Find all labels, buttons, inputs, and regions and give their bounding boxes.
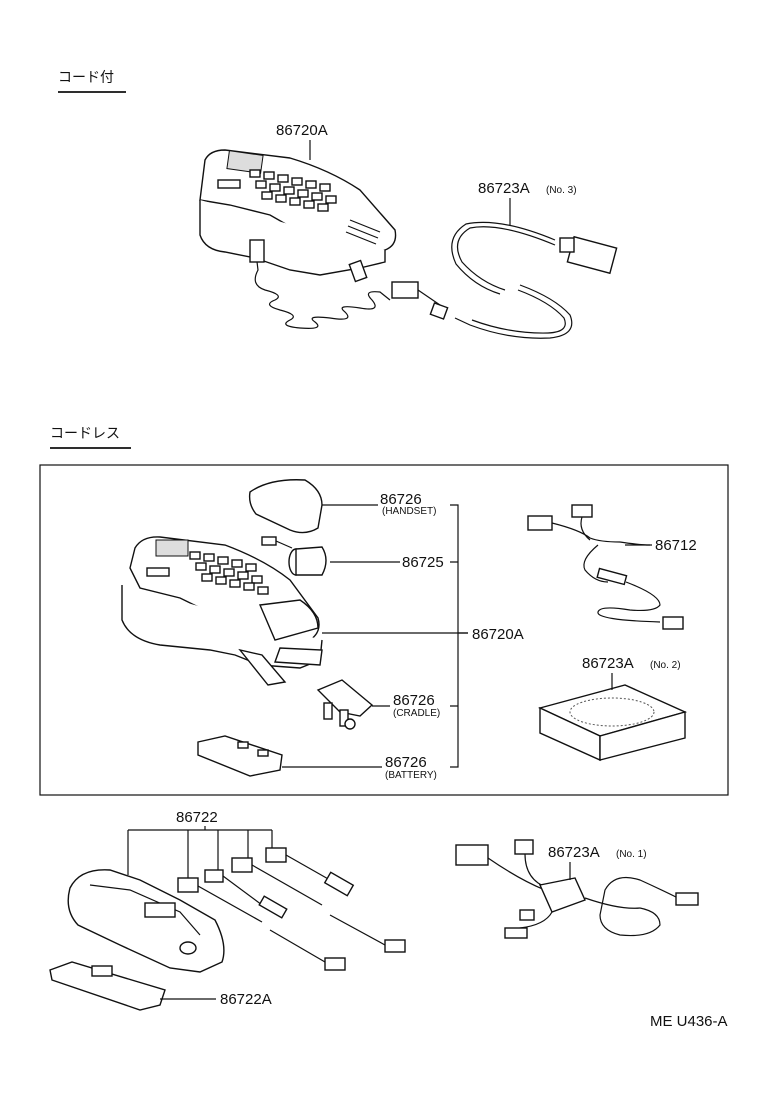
label-86723A-no1: 86723A [548,844,600,861]
leader-86722-bracket [127,826,273,880]
cordless-telephone-drawing [121,536,323,686]
harness-86723A-no1-drawing [455,839,699,939]
handset-cover-drawing [248,479,323,534]
drawing-code: ME U436-A [650,1013,728,1030]
label-86723A-no1-sub: (No. 1) [616,849,647,860]
label-86722: 86722 [176,809,218,826]
label-86723A-no3-sub: (No. 3) [546,185,577,196]
cordless-kit-bracket [450,504,468,768]
label-86726-cradle: 86726 [393,692,435,709]
base-tray-drawing [67,869,225,973]
section-header-cordless: コードレス [50,426,120,442]
battery-cell-drawing [261,536,327,576]
label-86712: 86712 [655,537,697,554]
label-86725: 86725 [402,554,444,571]
cable-set-86722-drawing [177,847,406,971]
section-header-corded: コード付 [58,70,114,86]
cordless-group-frame [39,464,729,796]
keypad [249,169,337,212]
label-86722A: 86722A [220,991,272,1008]
label-86726-handset: 86726 [380,491,422,508]
cordless-keypad [189,551,269,595]
cradle-drawing [316,679,374,730]
corded-telephone-drawing [199,149,397,329]
label-86723A-no2-sub: (No. 2) [650,660,681,671]
label-86726-cradle-sub: (CRADLE) [393,708,440,719]
label-86720A-cordless: 86720A [472,626,524,643]
label-86720A-corded: 86720A [276,122,328,139]
cable-86723A-no3-drawing [391,221,618,339]
harness-86712-drawing [527,504,684,630]
label-86726-handset-sub: (HANDSET) [382,506,436,517]
unit-86723A-no2-drawing [537,684,688,762]
label-86726-battery: 86726 [385,754,427,771]
base-plate-drawing [49,961,166,1011]
battery-cover-drawing [197,735,283,777]
label-86723A-no3: 86723A [478,180,530,197]
label-86723A-no2: 86723A [582,655,634,672]
label-86726-battery-sub: (BATTERY) [385,770,437,781]
